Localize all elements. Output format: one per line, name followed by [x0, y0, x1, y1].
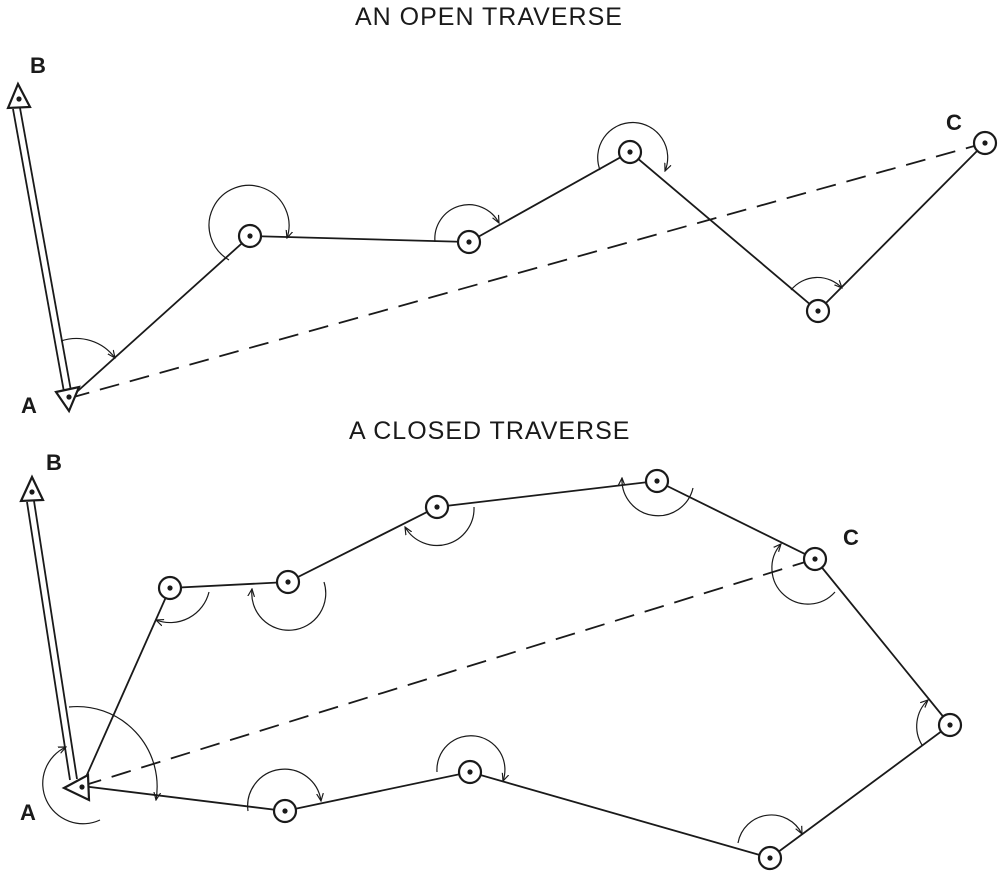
- open-label-a: A: [21, 393, 37, 418]
- angle-arc-icon: [771, 544, 836, 605]
- open-traverse-diagram: B A C: [6, 53, 998, 418]
- angle-arc-icon: [60, 337, 115, 358]
- triangle-station-icon: [61, 773, 91, 802]
- circle-station-icon: [424, 494, 450, 520]
- angle-arc-icon: [68, 705, 157, 800]
- circle-station-icon: [805, 298, 831, 324]
- closed-label-b: B: [46, 450, 62, 475]
- open-label-c: C: [946, 110, 962, 135]
- open-label-b: B: [30, 53, 46, 78]
- circle-station-icon: [757, 845, 783, 871]
- open-traverse-legs: [69, 142, 986, 399]
- circle-station-icon: [457, 759, 483, 785]
- angle-arc-icon: [597, 121, 668, 171]
- angle-arc-icon: [42, 747, 101, 825]
- circle-station-icon: [456, 229, 482, 255]
- closed-station-b: [19, 474, 45, 503]
- open-station-b: [6, 81, 32, 110]
- circle-station-icon: [972, 130, 998, 156]
- angle-arc-icon: [436, 735, 505, 781]
- closed-station-points: [157, 468, 963, 871]
- open-station-a: [54, 385, 81, 414]
- open-traverse-title: AN OPEN TRAVERSE: [355, 3, 623, 31]
- circle-station-icon: [937, 712, 963, 738]
- circle-station-icon: [237, 223, 263, 249]
- open-angle-arcs: [60, 121, 842, 358]
- circle-station-icon: [644, 468, 670, 494]
- angle-arc-icon: [247, 768, 321, 812]
- circle-station-icon: [275, 569, 301, 595]
- angle-arc-icon: [252, 581, 327, 631]
- closed-label-a: A: [20, 800, 36, 825]
- circle-station-icon: [802, 546, 828, 572]
- closed-traverse-diagram: B A C: [19, 450, 963, 871]
- angle-arc-icon: [208, 184, 289, 261]
- angle-arc-icon: [916, 700, 928, 746]
- closed-backsight-line: [26, 500, 78, 781]
- angle-arc-icon: [737, 814, 802, 844]
- angle-arc-icon: [405, 506, 475, 547]
- triangle-station-icon: [6, 81, 32, 110]
- circle-station-icon: [157, 575, 183, 601]
- open-closing-line: [69, 142, 986, 399]
- closed-traverse-title: A CLOSED TRAVERSE: [349, 417, 631, 445]
- closed-station-a: [61, 773, 91, 802]
- closed-label-c: C: [843, 525, 859, 550]
- circle-station-icon: [272, 798, 298, 824]
- closed-angle-arcs: [42, 478, 928, 844]
- angle-arc-icon: [434, 204, 499, 243]
- circle-station-icon: [617, 139, 643, 165]
- angle-arc-icon: [622, 478, 694, 517]
- open-backsight-line: [12, 107, 72, 393]
- open-station-points: [237, 130, 998, 324]
- closed-traverse-legs: [80, 480, 952, 859]
- closed-tie-line: [81, 558, 816, 787]
- triangle-station-icon: [19, 474, 45, 503]
- angle-arc-icon: [790, 276, 842, 291]
- angle-arc-icon: [156, 591, 210, 623]
